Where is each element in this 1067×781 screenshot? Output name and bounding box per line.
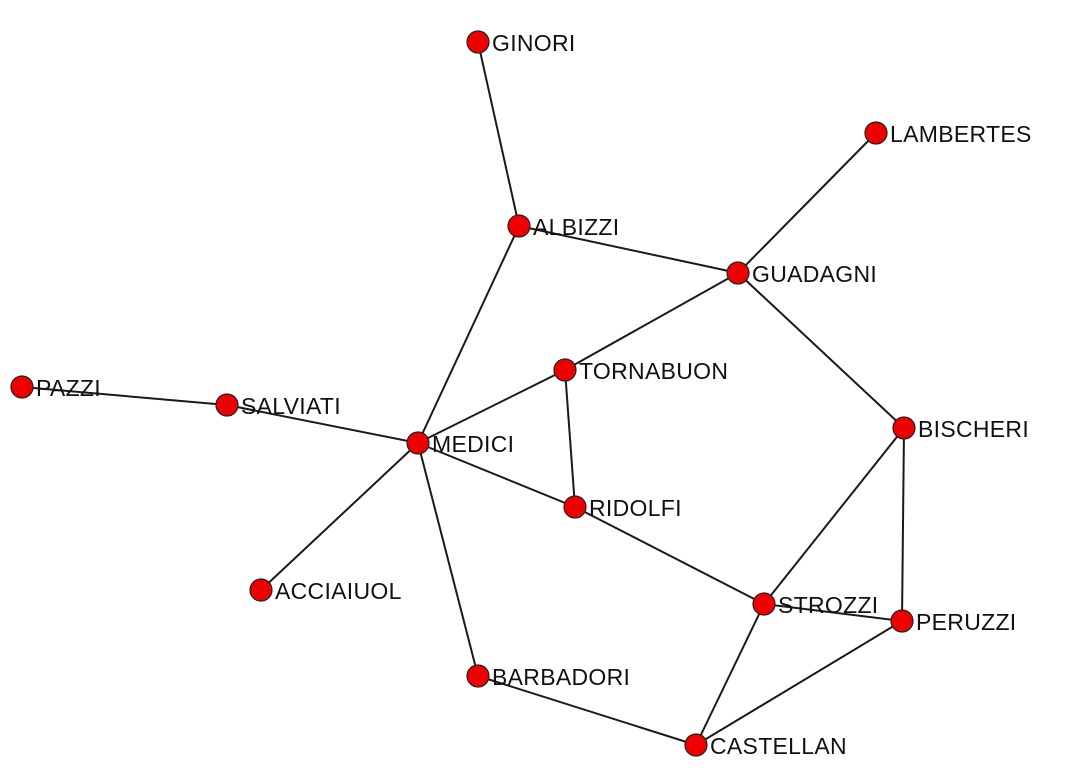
edge-bischeri-peruzzi bbox=[901, 427, 905, 622]
node-salviati[interactable]: SALVIATI bbox=[215, 393, 341, 419]
edge-medici-acciaiuol bbox=[260, 442, 419, 591]
node-marker bbox=[890, 609, 914, 633]
edge-albizzi-guadagni bbox=[518, 225, 739, 274]
edges-layer bbox=[21, 41, 905, 746]
edge-lambertes-guadagni bbox=[737, 132, 877, 274]
edge-ridolfi-strozzi bbox=[574, 506, 765, 605]
node-marker bbox=[563, 495, 587, 519]
node-label: GINORI bbox=[492, 30, 576, 56]
edge-guadagni-tornabuon bbox=[564, 272, 739, 371]
node-label: BARBADORI bbox=[492, 664, 630, 690]
node-marker bbox=[553, 358, 577, 382]
node-label: PAZZI bbox=[36, 375, 101, 401]
edge-bischeri-strozzi bbox=[763, 427, 905, 605]
node-marker bbox=[466, 30, 490, 54]
nodes-layer: GINORI LAMBERTES ALBIZZI GUADAGNI TORNABUON P… bbox=[10, 30, 1032, 759]
node-label: LAMBERTES bbox=[890, 121, 1032, 147]
node-albizzi[interactable]: ALBIZZI bbox=[507, 214, 619, 240]
node-guadagni[interactable]: GUADAGNI bbox=[726, 261, 877, 287]
edge-ginori-albizzi bbox=[477, 41, 520, 227]
edge-albizzi-medici bbox=[417, 225, 520, 444]
node-label: ACCIAIUOL bbox=[275, 578, 402, 604]
node-marker bbox=[215, 393, 239, 417]
node-marker bbox=[752, 592, 776, 616]
node-ridolfi[interactable]: RIDOLFI bbox=[563, 495, 682, 521]
node-marker bbox=[507, 214, 531, 238]
node-bischeri[interactable]: BISCHERI bbox=[892, 416, 1029, 442]
node-medici[interactable]: MEDICI bbox=[406, 431, 514, 457]
node-marker bbox=[466, 664, 490, 688]
node-label: STROZZI bbox=[778, 592, 878, 618]
edge-strozzi-peruzzi bbox=[763, 603, 903, 622]
edge-peruzzi-castellan bbox=[695, 620, 903, 746]
node-peruzzi[interactable]: PERUZZI bbox=[890, 609, 1017, 635]
node-label: CASTELLAN bbox=[710, 733, 847, 759]
edge-tornabuon-ridolfi bbox=[564, 369, 576, 508]
edge-medici-ridolfi bbox=[417, 442, 576, 508]
node-strozzi[interactable]: STROZZI bbox=[752, 592, 878, 618]
node-marker bbox=[892, 416, 916, 440]
node-marker bbox=[684, 733, 708, 757]
node-label: MEDICI bbox=[432, 431, 514, 457]
edge-tornabuon-medici bbox=[417, 369, 566, 444]
node-ginori[interactable]: GINORI bbox=[466, 30, 576, 56]
edge-medici-barbadori bbox=[417, 442, 479, 677]
node-lambertes[interactable]: LAMBERTES bbox=[864, 121, 1032, 147]
node-marker bbox=[406, 431, 430, 455]
node-tornabuon[interactable]: TORNABUON bbox=[553, 358, 728, 384]
node-pazzi[interactable]: PAZZI bbox=[10, 375, 101, 401]
node-castellan[interactable]: CASTELLAN bbox=[684, 733, 847, 759]
node-label: SALVIATI bbox=[241, 393, 341, 419]
node-marker bbox=[249, 578, 273, 602]
node-label: GUADAGNI bbox=[752, 261, 877, 287]
node-label: TORNABUON bbox=[579, 358, 728, 384]
edge-guadagni-bischeri bbox=[737, 272, 905, 429]
node-label: PERUZZI bbox=[916, 609, 1017, 635]
node-barbadori[interactable]: BARBADORI bbox=[466, 664, 630, 690]
node-acciaiuol[interactable]: ACCIAIUOL bbox=[249, 578, 402, 604]
edge-pazzi-salviati bbox=[21, 386, 228, 406]
node-label: ALBIZZI bbox=[533, 214, 619, 240]
edge-strozzi-castellan bbox=[695, 603, 765, 746]
node-label: RIDOLFI bbox=[589, 495, 682, 521]
node-marker bbox=[864, 121, 888, 145]
node-marker bbox=[10, 375, 34, 399]
edge-salviati-medici bbox=[226, 404, 419, 444]
node-marker bbox=[726, 261, 750, 285]
edge-barbadori-castellan bbox=[477, 675, 697, 746]
node-label: BISCHERI bbox=[918, 416, 1029, 442]
